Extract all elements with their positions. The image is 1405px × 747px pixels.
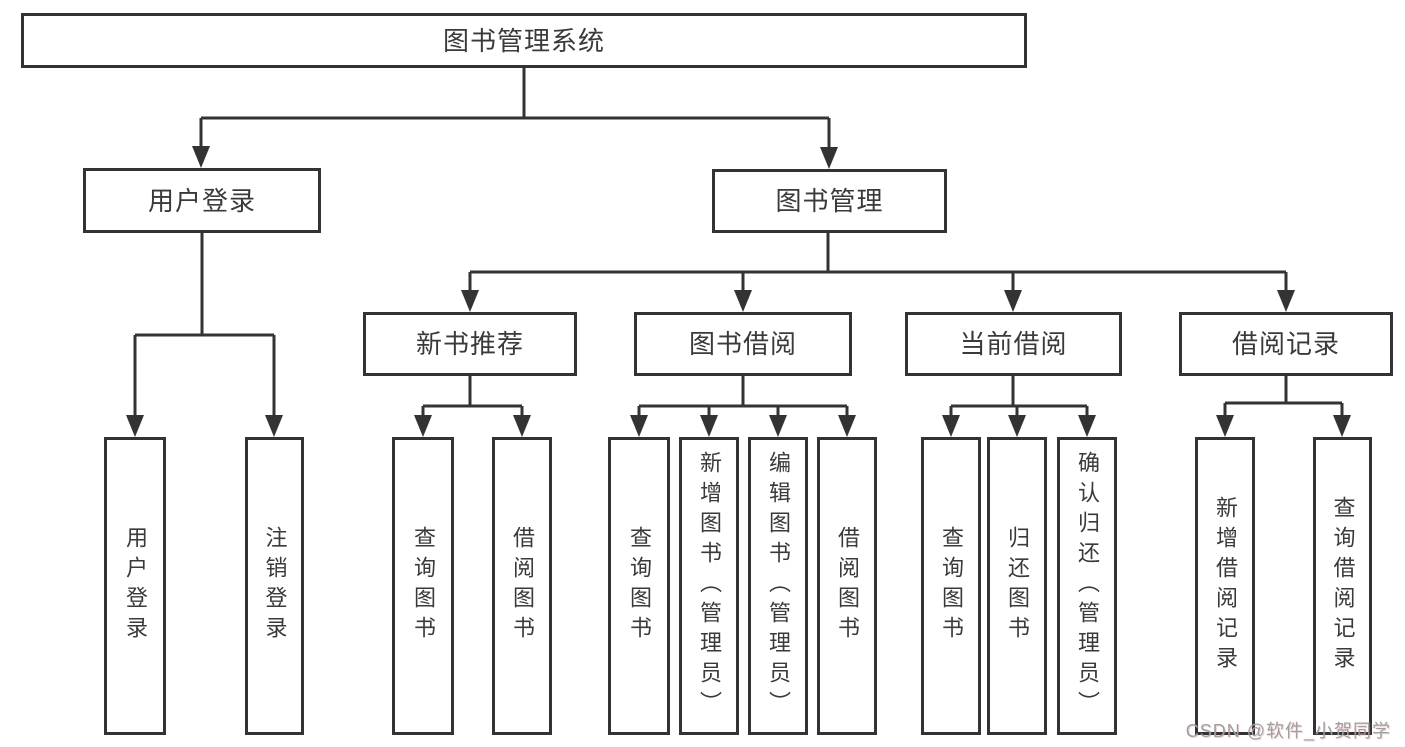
node-user-login: 用户登录 <box>83 168 321 233</box>
arrowheads <box>126 146 1351 437</box>
node-current-borrow: 当前借阅 <box>905 312 1122 376</box>
connector-borrow-record-to-leaves <box>1223 376 1344 419</box>
connector-root-to-level2 <box>199 68 831 151</box>
leaf-current-query-book: 查询图书 <box>921 437 981 735</box>
leaf-borrow-borrow-book: 借阅图书 <box>817 437 877 735</box>
node-new-book-recommend: 新书推荐 <box>363 312 577 376</box>
leaf-recommend-borrow-book: 借阅图书 <box>492 437 552 735</box>
leaf-borrow-add-book-admin: 新增图书（管理员） <box>679 437 739 735</box>
leaf-borrow-edit-book-admin: 编辑图书（管理员） <box>748 437 808 735</box>
connector-new-book-recommend-to-leaves <box>421 376 524 419</box>
leaf-current-return-book: 归还图书 <box>987 437 1047 735</box>
leaf-record-query-borrow-record: 查询借阅记录 <box>1313 437 1372 735</box>
csdn-watermark: CSDN @软件_小贺同学 <box>1185 721 1391 741</box>
node-book-borrow: 图书借阅 <box>634 312 852 376</box>
node-book-management: 图书管理 <box>712 169 947 233</box>
leaf-record-add-borrow-record: 新增借阅记录 <box>1195 437 1255 735</box>
connector-user-login-to-leaves <box>133 233 276 419</box>
leaf-user-login: 用户登录 <box>104 437 166 735</box>
node-borrow-record: 借阅记录 <box>1179 312 1393 376</box>
node-library-management-system: 图书管理系统 <box>21 13 1027 68</box>
connector-book-borrow-to-leaves <box>637 376 849 419</box>
leaf-current-confirm-return-admin: 确认归还（管理员） <box>1057 437 1117 735</box>
leaf-logout: 注销登录 <box>245 437 304 735</box>
leaf-recommend-query-book: 查询图书 <box>392 437 454 735</box>
connector-current-borrow-to-leaves <box>949 376 1089 419</box>
connector-book-management-to-level3 <box>468 232 1288 294</box>
leaf-borrow-query-book: 查询图书 <box>608 437 670 735</box>
